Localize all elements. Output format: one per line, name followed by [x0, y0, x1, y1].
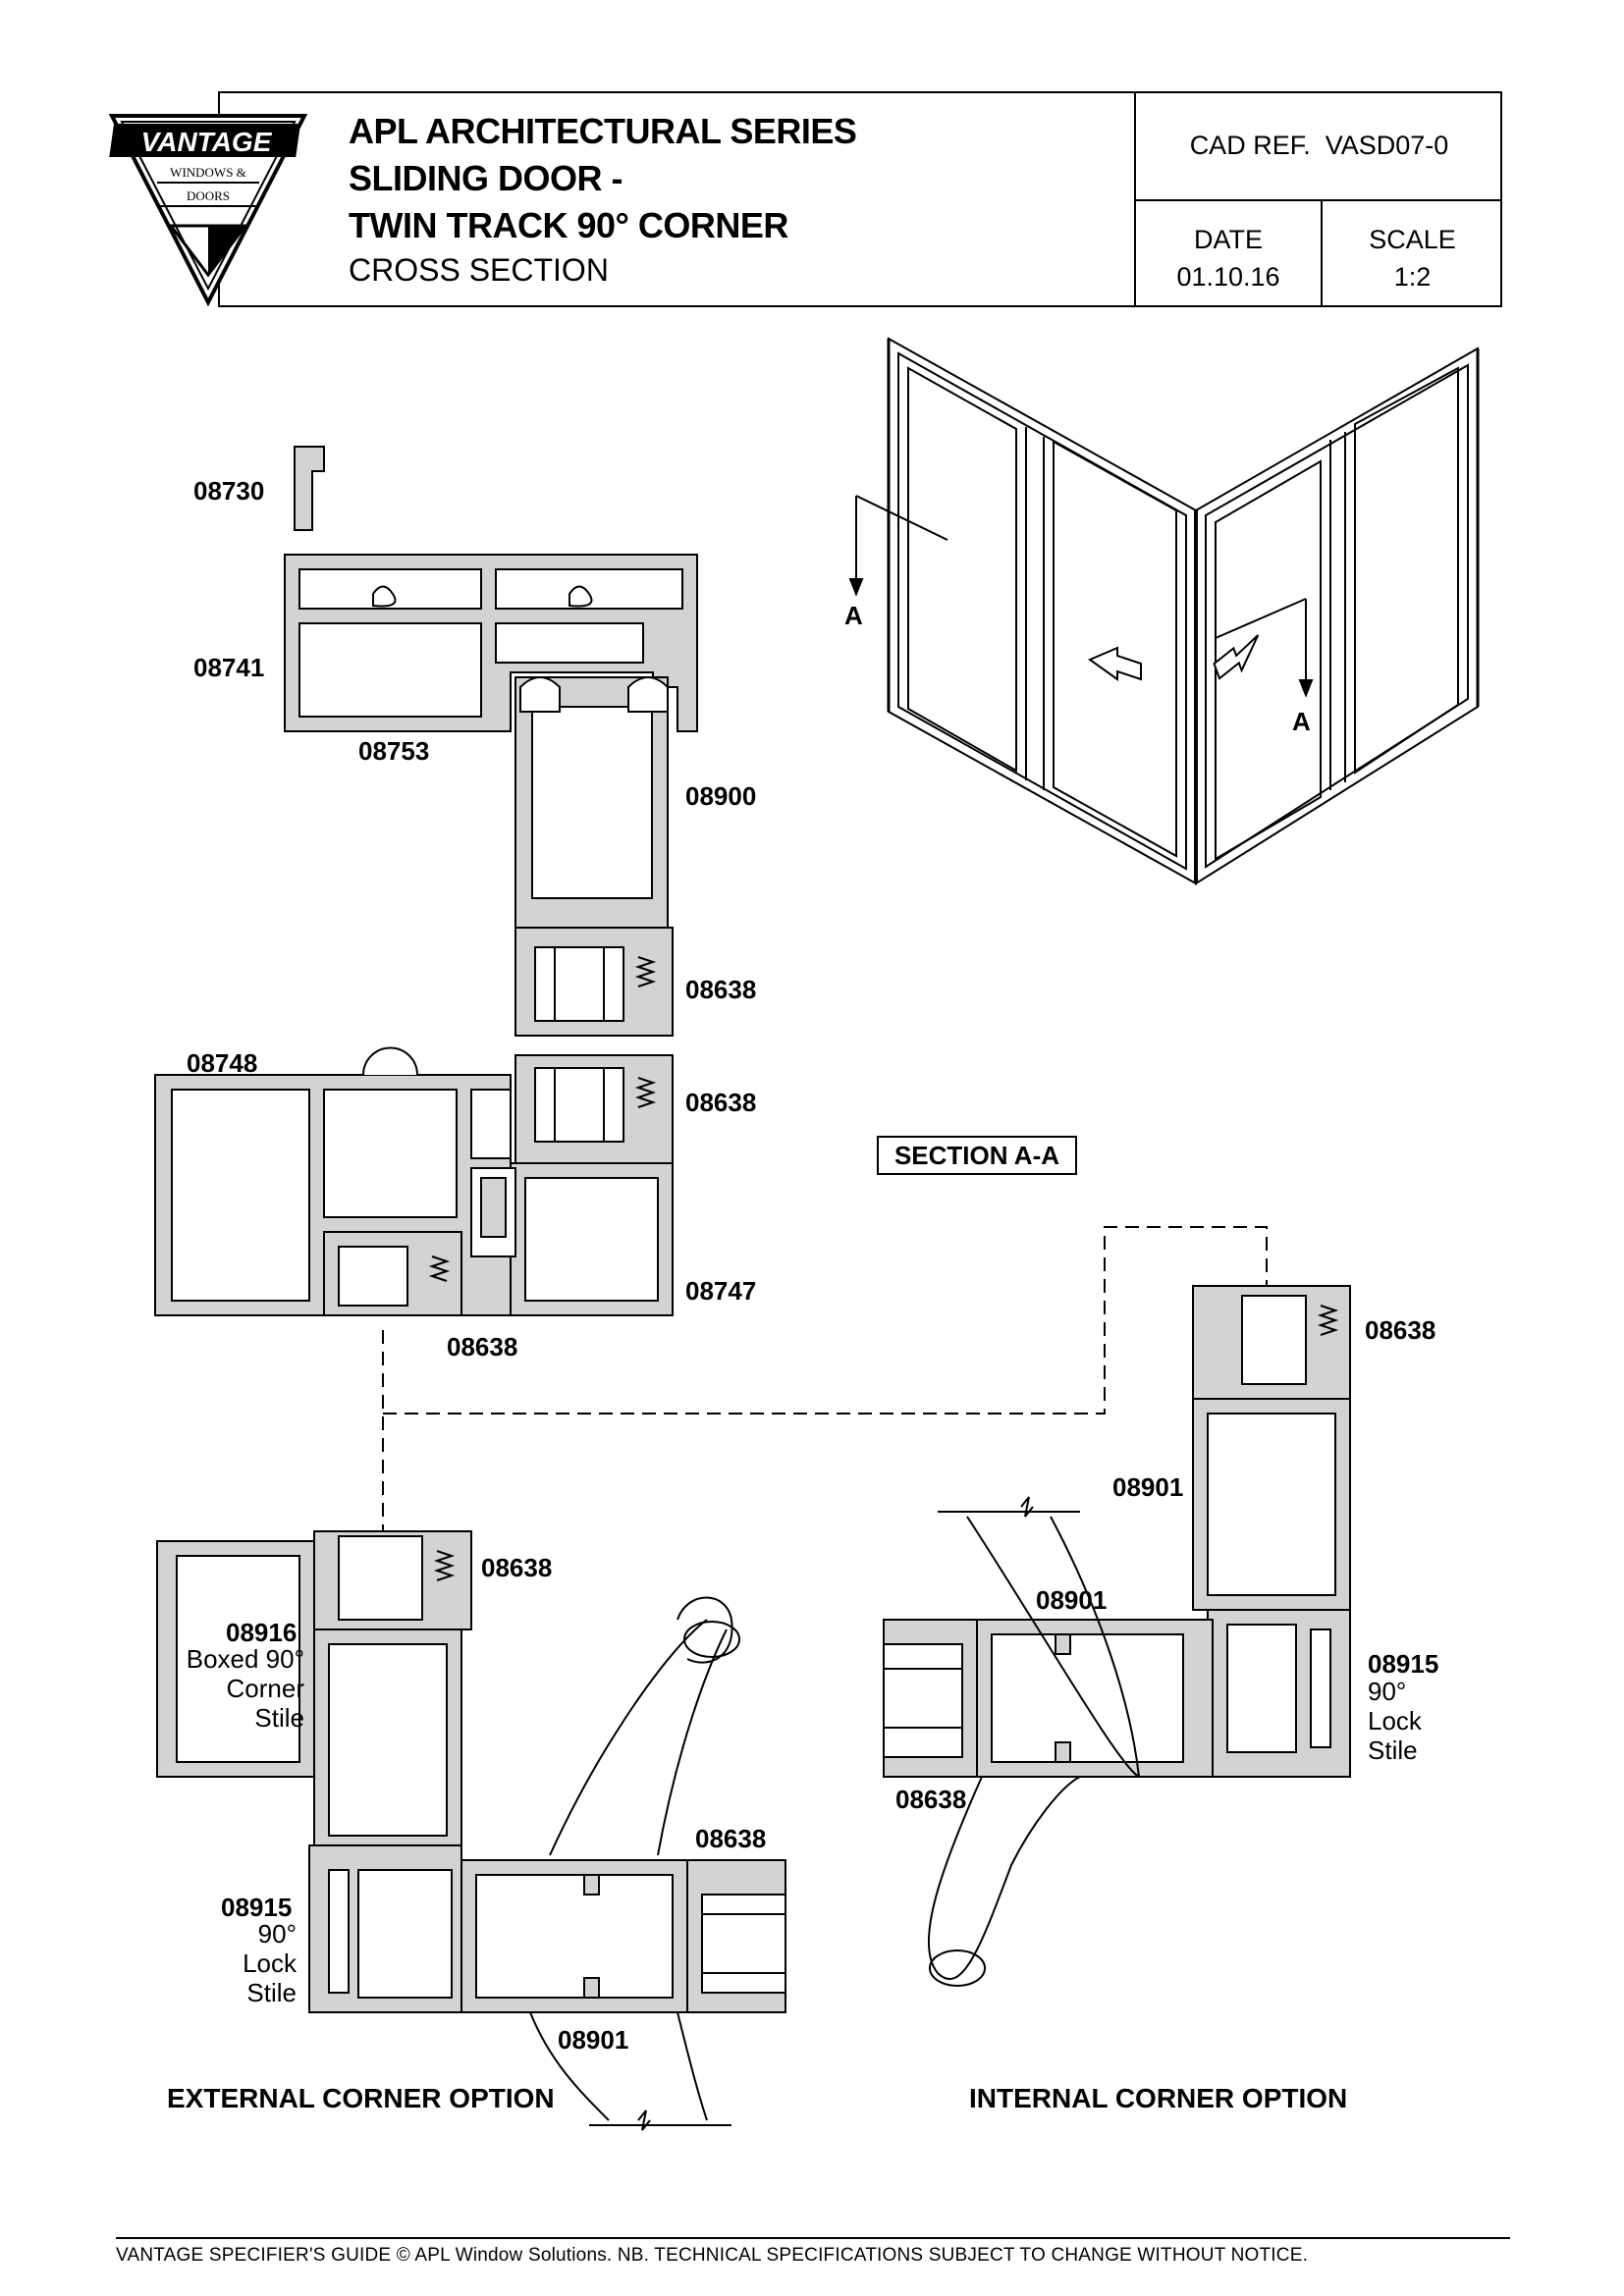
external-corner-profiles	[156, 1530, 786, 2013]
cad-ref-value: VASD07-0	[1325, 130, 1449, 160]
section-marker-a2: A	[1292, 707, 1311, 736]
label-08638-a: 08638	[685, 975, 757, 1004]
label-08915-int-desc1: 90°	[1368, 1677, 1407, 1706]
label-08916-desc: Boxed 90° Corner Stile	[167, 1644, 304, 1733]
label-08741: 08741	[193, 653, 265, 682]
title-subtitle: CROSS SECTION	[349, 252, 609, 288]
label-08915-ext-desc1: 90°	[257, 1919, 297, 1949]
logo-text: VANTAGE	[141, 127, 273, 157]
cad-ref-cell: CAD REF. VASD07-0	[1134, 91, 1502, 201]
label-08915-ext-desc2: Lock	[243, 1949, 297, 1978]
date-label: DATE	[1193, 225, 1263, 254]
caption-internal: INTERNAL CORNER OPTION	[969, 2083, 1348, 2113]
label-08916-desc3: Stile	[254, 1703, 304, 1733]
label-08915-ext-desc3: Stile	[246, 1978, 297, 2007]
label-08915-ext: 08915	[221, 1893, 293, 1922]
title-lines: APL ARCHITECTURAL SERIES SLIDING DOOR - …	[349, 108, 857, 291]
label-08916: 08916	[226, 1618, 298, 1647]
label-08638-g: 08638	[695, 1824, 767, 1853]
internal-corner-profiles	[883, 1285, 1351, 1778]
scale-cell: SCALE 1:2	[1321, 201, 1502, 307]
caption-external: EXTERNAL CORNER OPTION	[167, 2083, 555, 2113]
vantage-logo: VANTAGE WINDOWS & DOORS	[108, 114, 308, 306]
label-08900: 08900	[685, 781, 757, 811]
internal-door-swing	[927, 1496, 1140, 1987]
dashed-connectors	[382, 1226, 1268, 1531]
title-line2: SLIDING DOOR -	[349, 158, 623, 198]
logo-sub2: DOORS	[187, 188, 230, 203]
label-08915-ext-desc: 90° Lock Stile	[187, 1919, 297, 2007]
date-value: 01.10.16	[1176, 262, 1280, 292]
section-aa-title: SECTION A-A	[877, 1136, 1077, 1175]
section-aa-profiles	[154, 446, 698, 1316]
cad-ref-label: CAD REF.	[1189, 130, 1311, 160]
label-08638-c: 08638	[447, 1332, 518, 1362]
logo-sub1: WINDOWS &	[170, 165, 246, 180]
isometric-view	[848, 337, 1480, 885]
label-08638-b: 08638	[685, 1088, 757, 1117]
label-08901-a: 08901	[1112, 1472, 1184, 1502]
label-08916-desc2: Corner	[226, 1674, 304, 1703]
title-line1: APL ARCHITECTURAL SERIES	[349, 111, 857, 151]
label-08915-int-desc2: Lock	[1368, 1706, 1422, 1735]
external-door-swing	[529, 1596, 740, 2131]
label-08747: 08747	[685, 1276, 757, 1306]
label-08753: 08753	[358, 736, 430, 766]
label-08638-e: 08638	[895, 1785, 967, 1814]
scale-label: SCALE	[1369, 225, 1456, 254]
label-08901-c: 08901	[558, 2025, 629, 2055]
label-08748: 08748	[187, 1048, 258, 1078]
date-cell: DATE 01.10.16	[1134, 201, 1321, 307]
title-line3: TWIN TRACK 90° CORNER	[349, 205, 788, 245]
section-marker-a1: A	[844, 601, 863, 630]
label-08901-b: 08901	[1036, 1585, 1108, 1615]
label-08730: 08730	[193, 476, 265, 506]
scale-value: 1:2	[1393, 262, 1432, 292]
label-08915-int-desc3: Stile	[1368, 1735, 1418, 1765]
label-08915-int-desc: 90° Lock Stile	[1368, 1677, 1422, 1765]
label-08638-f: 08638	[481, 1553, 553, 1582]
footer-rule	[116, 2237, 1510, 2239]
label-08916-desc1: Boxed 90°	[186, 1644, 304, 1674]
label-08915-int: 08915	[1368, 1649, 1439, 1679]
label-08638-d: 08638	[1365, 1315, 1436, 1345]
footer-text: VANTAGE SPECIFIER'S GUIDE © APL Window S…	[116, 2245, 1309, 2266]
